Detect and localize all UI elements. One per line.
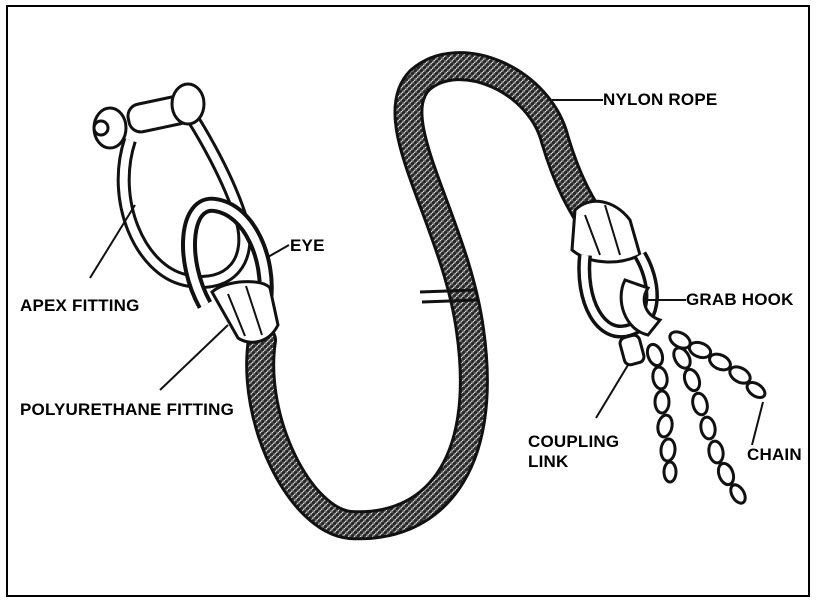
- leader-coupling-link: [596, 365, 628, 418]
- apex-fitting-shape: [94, 84, 244, 282]
- label-grab-hook: GRAB HOOK: [686, 290, 794, 310]
- label-eye: EYE: [290, 236, 325, 256]
- leader-polyurethane-fitting: [160, 325, 228, 390]
- leader-apex-fitting: [90, 205, 135, 278]
- leader-chain: [752, 402, 763, 445]
- leader-eye: [268, 245, 289, 257]
- coupling-link-shape: [619, 334, 646, 366]
- label-nylon-rope: NYLON ROPE: [603, 90, 717, 110]
- label-chain: CHAIN: [747, 445, 802, 465]
- label-apex-fitting: APEX FITTING: [20, 296, 140, 316]
- chain-strands: [645, 328, 768, 505]
- polyurethane-fitting-shape: [212, 282, 278, 343]
- label-coupling-link: COUPLING LINK: [528, 432, 619, 472]
- label-polyurethane-fitting: POLYURETHANE FITTING: [20, 400, 234, 420]
